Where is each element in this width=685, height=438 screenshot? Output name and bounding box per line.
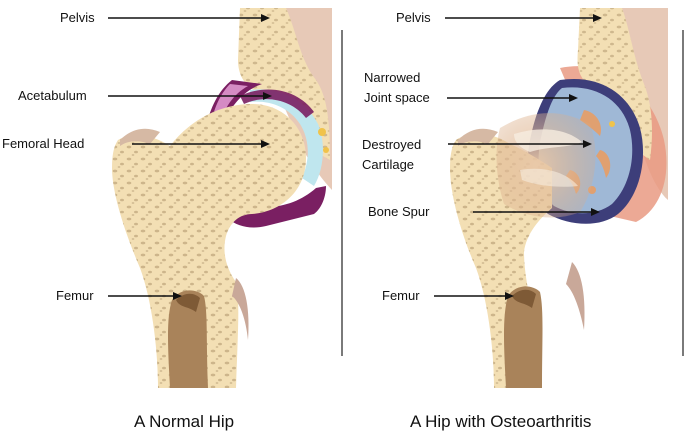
oa-marrow [504,286,543,388]
label-oa-bone-spur: Bone Spur [368,204,430,219]
label-normal-femoral-head: Femoral Head [2,136,85,151]
oa-hip-illustration [450,8,668,388]
caption-oa-hip: A Hip with Osteoarthritis [410,412,592,431]
normal-marrow [168,290,208,388]
label-normal-femur: Femur [56,288,94,303]
oa-bone-spur-blur [496,113,596,218]
label-oa-pelvis: Pelvis [396,10,431,25]
leader-arrows [108,14,602,300]
label-oa-cartilage: Cartilage [362,157,415,172]
label-normal-acetabulum: Acetabulum [18,88,87,103]
label-oa-narrowed: Narrowed [364,70,421,85]
label-oa-joint-space: Joint space [364,90,430,105]
normal-acetabulum-synovium [203,80,326,228]
caption-normal-hip: A Normal Hip [134,412,235,431]
normal-hip-illustration [112,8,332,388]
label-normal-pelvis: Pelvis [60,10,95,25]
label-oa-destroyed: Destroyed [362,137,422,152]
label-oa-femur: Femur [382,288,420,303]
